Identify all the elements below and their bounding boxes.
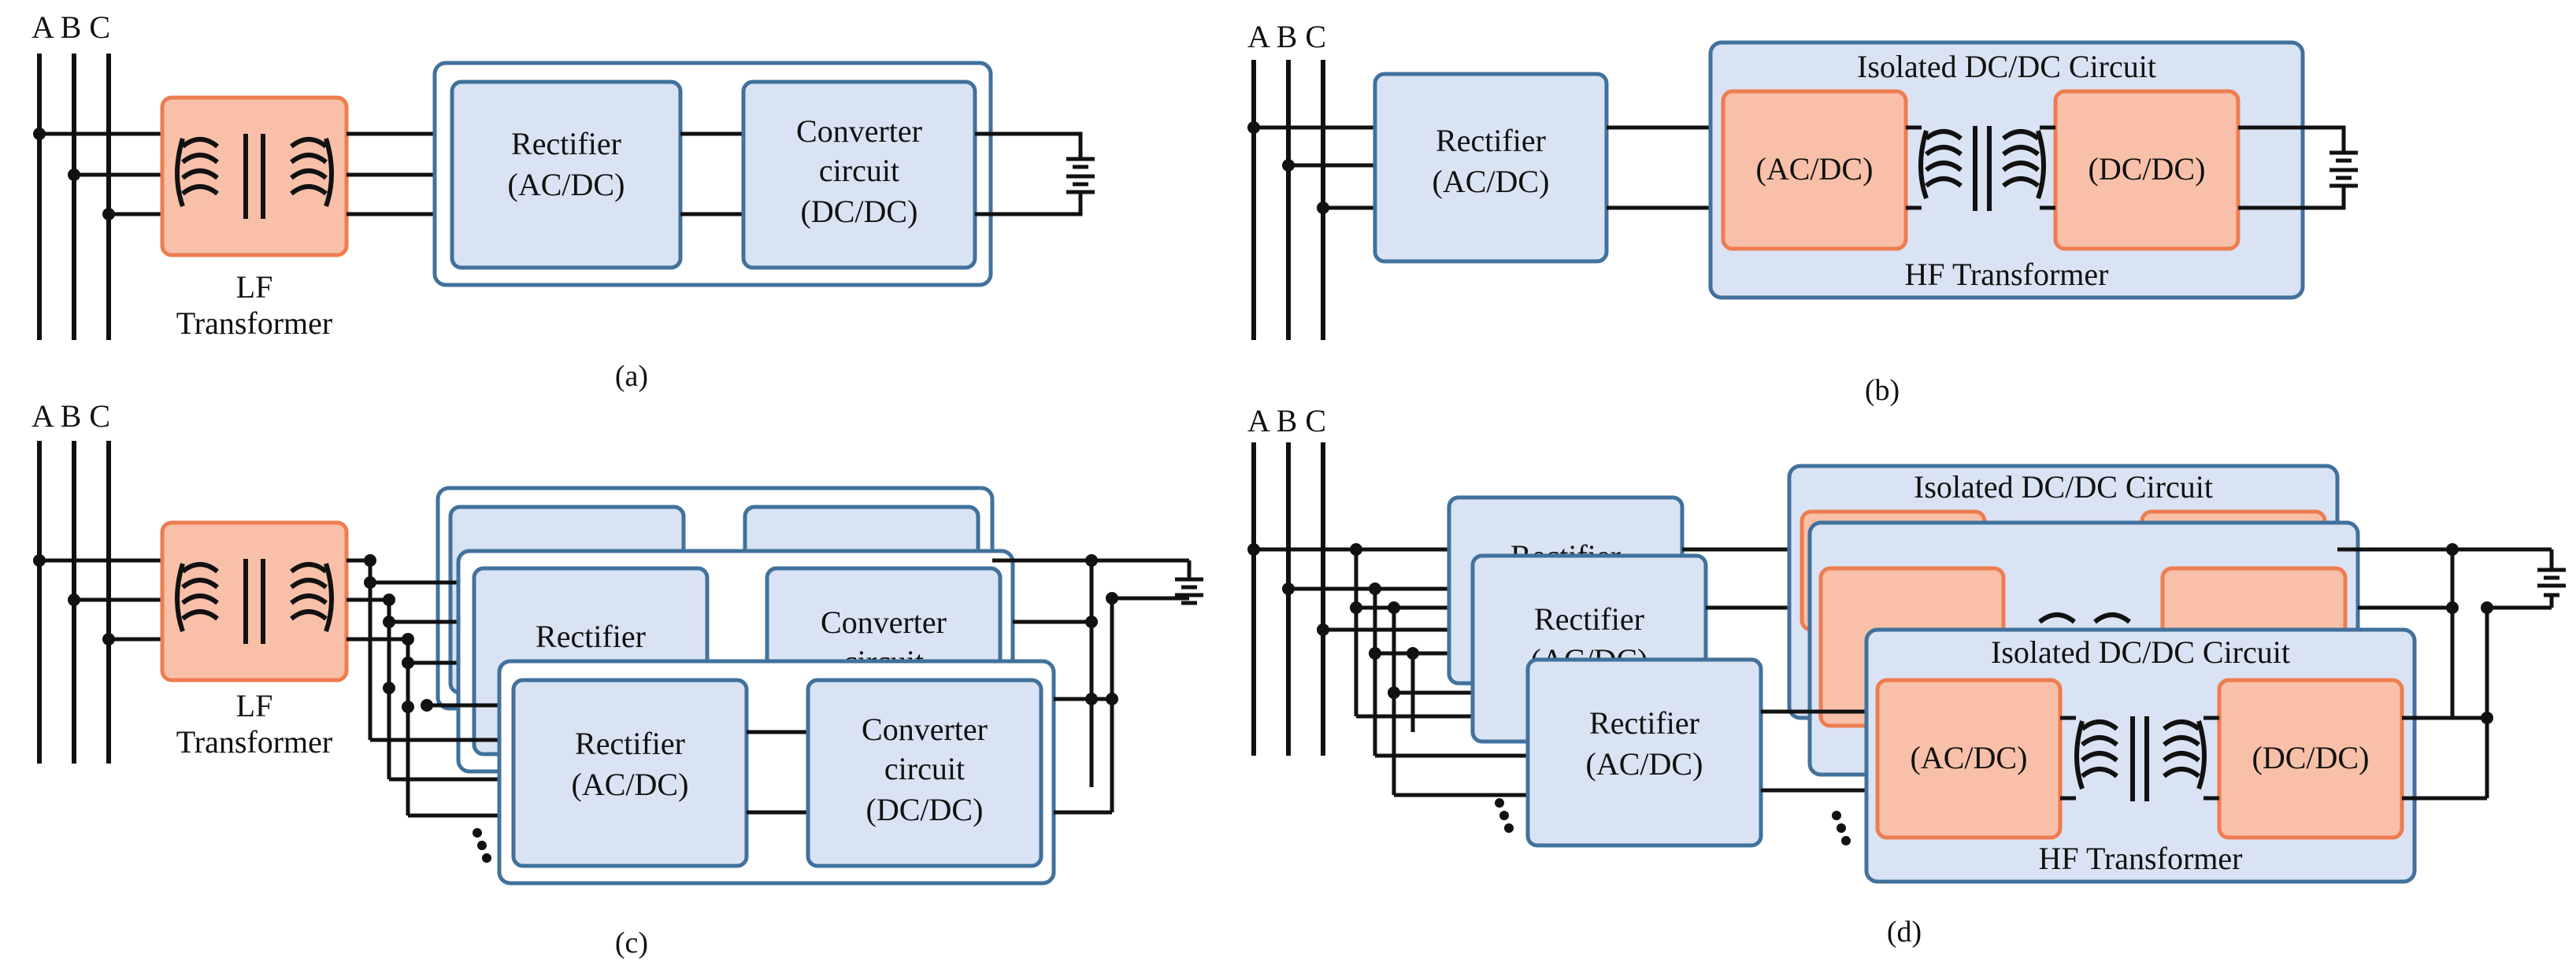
lf-label-line2: Transformer [176,305,333,341]
lf-transformer-block [160,520,349,682]
lf-label-line2: Transformer [176,724,333,760]
converter-block [741,80,977,270]
lf-label-line1: LF [236,269,273,305]
ellipsis-dot [482,853,491,863]
hf-transformer-icon [2074,716,2207,801]
phase-labels: A B C [1247,19,1326,54]
battery-icon [1066,157,1095,194]
rectifier-sublabel-front: (AC/DC) [572,767,689,802]
acdc-label-front: (AC/DC) [1911,740,2028,775]
rectifier-block [1373,72,1609,264]
dcdc-block [2053,89,2241,251]
ellipsis-dot [1504,823,1514,833]
rectifier-label: Rectifier [511,126,621,161]
converter-sublabel2: (DC/DC) [801,194,918,229]
acdc-block [1721,89,1908,251]
ellipsis-dot [1837,823,1846,833]
dcdc-label-front: (DC/DC) [2252,740,2370,775]
caption-d: (d) [1887,915,1922,949]
rectifier-sublabel: (AC/DC) [1433,164,1550,199]
isolated-dcdc-title: Isolated DC/DC Circuit [1857,49,2156,84]
ellipsis-dot [1495,798,1504,808]
hf-transformer-icon [1918,126,2046,211]
phase-labels: A B C [1247,403,1326,438]
dcdc-label: (DC/DC) [2089,151,2206,187]
rectifier-label-middle: Rectifier [1534,601,1644,637]
battery-icon [2330,150,2358,188]
rectifier-sublabel: (AC/DC) [508,167,625,202]
ellipsis-dot [477,841,487,850]
transformer-coil-icon [175,134,334,219]
rectifier-label: Rectifier [1436,123,1546,158]
converter-sublabel2-front: (DC/DC) [866,792,984,827]
caption-b: (b) [1865,374,1900,407]
converter-label: Converter [796,113,922,149]
converter-sublabel: circuit [819,153,899,188]
battery-icon [2537,568,2566,597]
converter-sublabel-front: circuit [884,751,965,786]
rectifier-label-front: Rectifier [1589,705,1699,741]
panel-b: A B C Rectifier (AC/DC) Isolated DC/DC C… [1247,19,2358,407]
hf-transformer-label: HF Transformer [1905,257,2109,292]
ellipsis-dot [1841,836,1851,845]
lf-transformer-block [160,95,349,257]
converter-label-middle: Converter [821,605,947,640]
rectifier-block-front [1525,657,1763,848]
panel-c: A B C LF Transformer [32,398,1203,960]
isolated-dcdc-title-front: Isolated DC/DC Circuit [1991,634,2290,670]
rectifier-block [450,80,683,270]
transformer-coil-icon [175,559,334,644]
caption-a: (a) [615,360,648,393]
ellipsis-dot [1499,811,1509,820]
hf-transformer-label: HF Transformer [2039,841,2243,876]
ellipsis-dot [1832,811,1841,820]
battery-icon [1175,577,1203,605]
phase-labels: A B C [32,398,110,434]
rectifier-label-middle: Rectifier [536,619,646,654]
converter-block-front [806,678,1043,868]
caption-c: (c) [615,926,648,960]
panel-a: A B C LF Transformer Rectifier (AC/DC) [32,9,1095,393]
lf-label-line1: LF [236,688,273,723]
ellipsis-dot [473,828,482,838]
rectifier-sublabel-front: (AC/DC) [1586,746,1703,782]
isolated-dcdc-title-back: Isolated DC/DC Circuit [1914,469,2213,505]
acdc-block-front [1875,678,2063,840]
phase-labels: A B C [32,9,110,45]
dcdc-block-front [2217,678,2404,840]
converter-label-front: Converter [862,712,988,747]
acdc-label: (AC/DC) [1756,151,1874,187]
rectifier-label-front: Rectifier [575,726,685,761]
panel-d: A B C Rectifier Rectifier (AC/D [1247,403,2566,949]
rectifier-block-front [511,678,749,868]
